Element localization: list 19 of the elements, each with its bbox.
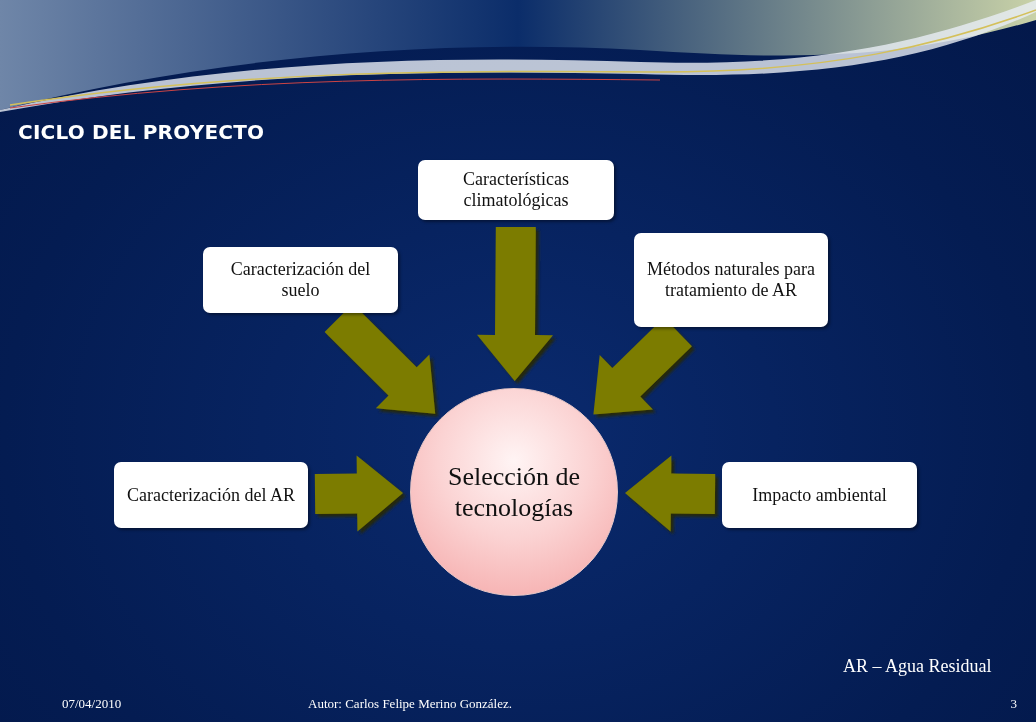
text-box [203, 247, 398, 313]
note-text: AR – Agua Residual [843, 656, 992, 677]
block-arrow [625, 455, 716, 532]
text-box [114, 462, 308, 528]
footer-text: 3 [1010, 696, 1017, 712]
slide-title: CICLO DEL PROYECTO [18, 120, 265, 144]
footer-text: Autor: Carlos Felipe Merino González. [308, 696, 512, 712]
text-box [722, 462, 917, 528]
node-text: Selección de tecnologías [446, 460, 582, 524]
node-text: Caracterización del suelo [229, 259, 372, 301]
block-arrow [477, 226, 553, 381]
text-box [418, 160, 614, 220]
node-text: Métodos naturales para tratamiento de AR [646, 259, 816, 301]
node-text: Impacto ambiental [752, 484, 887, 506]
block-arrow [314, 455, 403, 532]
node-text: Caracterización del AR [127, 484, 295, 506]
node-text: Características climatológicas [462, 169, 570, 211]
footer-text: 07/04/2010 [62, 696, 122, 712]
text-box [634, 233, 828, 327]
